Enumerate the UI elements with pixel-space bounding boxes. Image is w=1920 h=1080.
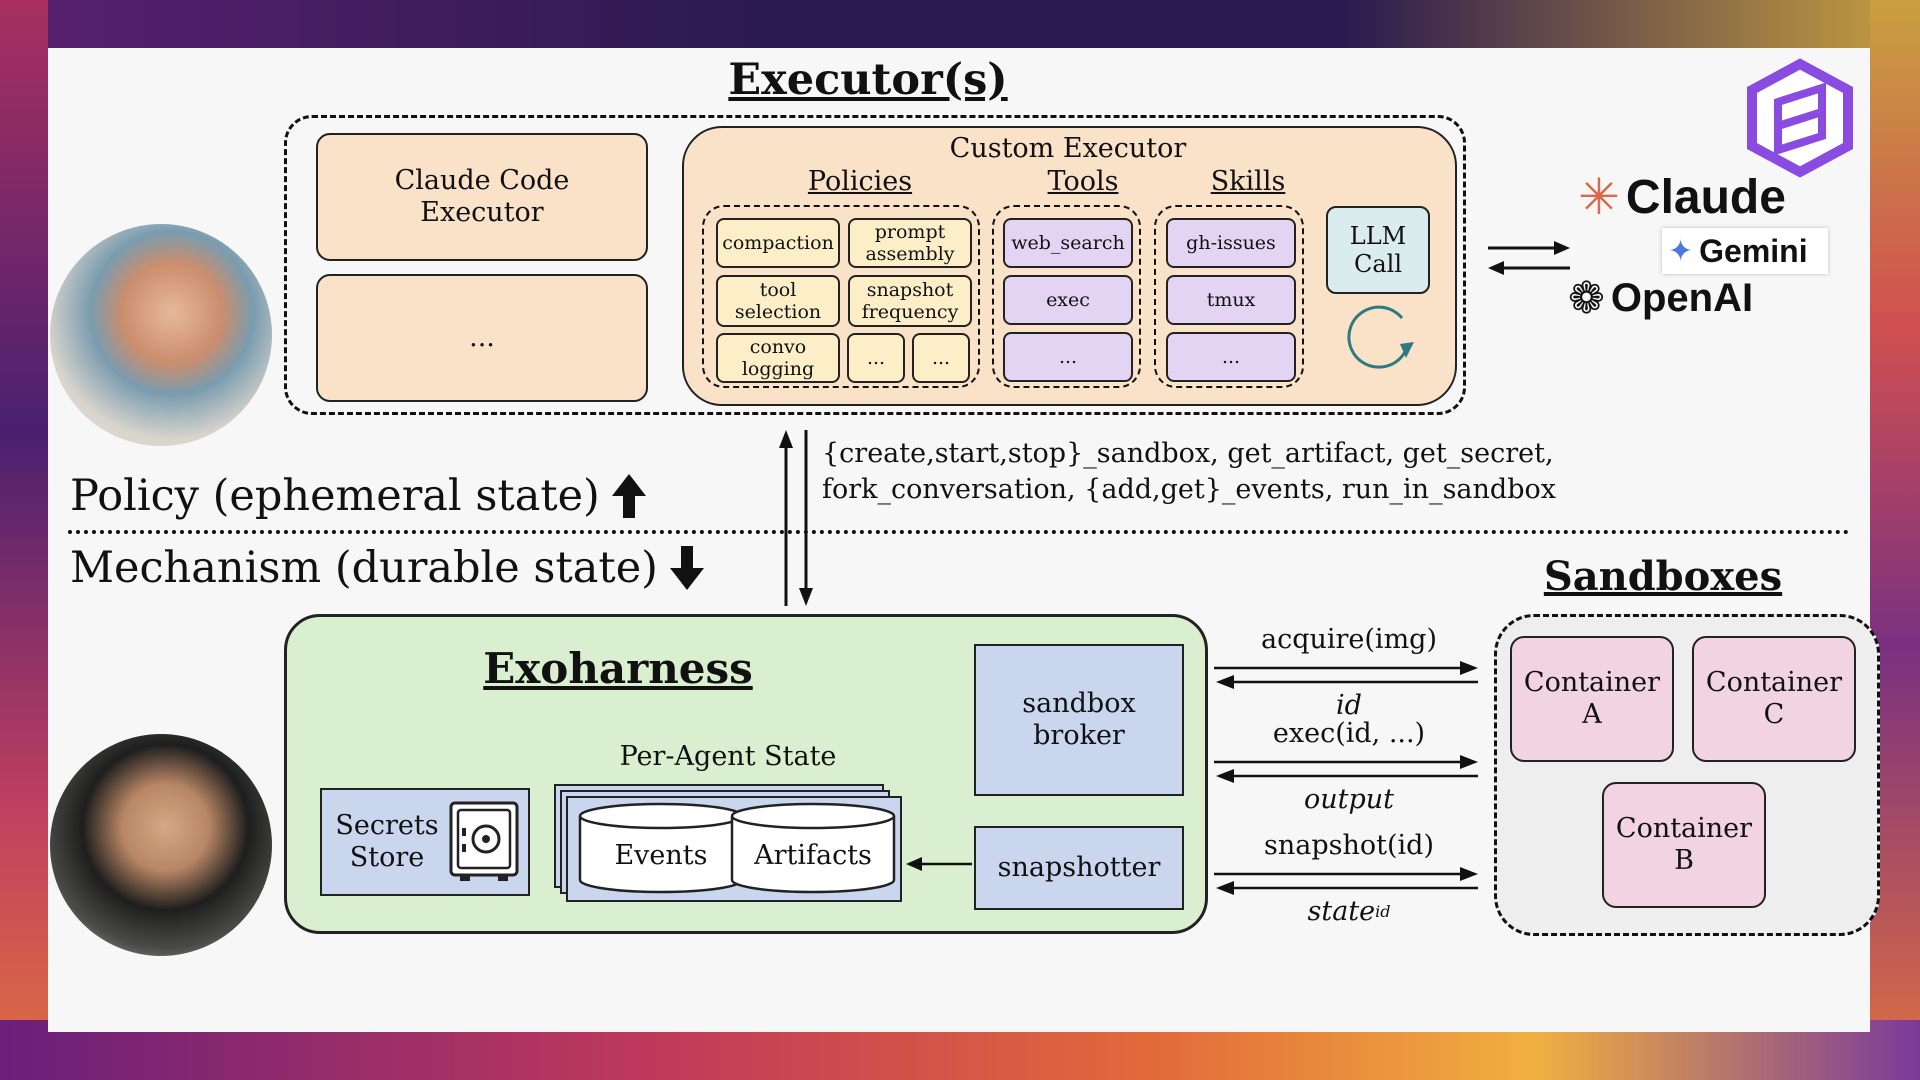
exoharness-title: Exoharness [483, 643, 753, 693]
policy-convo-logging: convo logging [716, 333, 840, 383]
secrets-store-label: Secrets Store [335, 810, 439, 873]
policies-group [702, 205, 980, 388]
arrow-down-icon [669, 546, 704, 590]
sandbox-broker: sandbox broker [974, 644, 1184, 796]
executors-title: Executor(s) [728, 55, 1008, 105]
policy-prompt-assembly: prompt assembly [848, 218, 972, 268]
acquire-label: acquire(img) [1260, 624, 1437, 655]
per-agent-state-label: Per-Agent State [619, 741, 837, 772]
safe-icon [449, 801, 519, 881]
events-label: Events [614, 840, 708, 871]
policies-label: Policies [807, 166, 913, 197]
container-a: Container A [1510, 636, 1674, 762]
gemini-logo: ✦ Gemini [1662, 228, 1828, 274]
tool-exec: exec [1003, 275, 1133, 325]
gemini-sparkle-icon: ✦ [1668, 233, 1694, 269]
background-left [0, 0, 48, 1080]
skills-group [1154, 205, 1304, 388]
executors-container [284, 115, 1466, 415]
tool-web-search: web_search [1003, 218, 1133, 268]
policy-more-2: ... [912, 333, 970, 383]
openai-knot-icon: ❁ [1568, 272, 1605, 324]
tool-more: ... [1003, 332, 1133, 382]
speaker-2-video [50, 734, 272, 956]
tools-label: Tools [1047, 166, 1119, 197]
skills-label: Skills [1210, 166, 1286, 197]
claude-code-executor: Claude Code Executor [316, 133, 648, 261]
artifacts-label: Artifacts [754, 840, 872, 871]
background-top [0, 0, 1920, 48]
api-arrows [779, 430, 813, 606]
background-right [1870, 0, 1920, 1080]
arrow-up-icon [611, 474, 646, 518]
state-text: state [1307, 896, 1376, 927]
openai-label: OpenAI [1610, 275, 1754, 320]
claude-label: Claude [1625, 170, 1786, 224]
skill-tmux: tmux [1166, 275, 1296, 325]
policy-more-1: ... [847, 333, 905, 383]
output-label: output [1303, 784, 1395, 815]
policy-compaction: compaction [716, 218, 840, 268]
artifacts-cylinder [730, 802, 896, 894]
custom-executor-title: Custom Executor [949, 133, 1187, 164]
policy-tool-selection: tool selection [716, 275, 840, 327]
snapshot-label: snapshot(id) [1264, 830, 1434, 861]
policy-label: Policy (ephemeral state) [70, 468, 650, 524]
openai-logo: ❁ OpenAI [1568, 270, 1798, 326]
slide: Executor(s) Claude Code Executor ... Cus… [48, 48, 1880, 1032]
skill-gh-issues: gh-issues [1166, 218, 1296, 268]
loop-icon [1347, 305, 1414, 369]
policy-snapshot-frequency: snapshot frequency [848, 275, 972, 327]
container-b: Container B [1602, 782, 1766, 908]
mechanism-label: Mechanism (durable state) [70, 540, 708, 596]
api-calls-text: {create,start,stop}_sandbox, get_artifac… [822, 438, 1556, 505]
sandbox-interaction-arrows [1214, 661, 1478, 895]
gemini-label: Gemini [1699, 232, 1808, 269]
exec-label: exec(id, ...) [1272, 718, 1426, 749]
channel-logo-icon [1747, 58, 1853, 178]
provider-exchange-arrows [1488, 241, 1570, 275]
policy-mechanism-divider [68, 530, 1850, 534]
container-c: Container C [1692, 636, 1856, 762]
tools-group [992, 205, 1141, 388]
speaker-1-video [50, 224, 272, 446]
llm-call: LLM Call [1326, 206, 1430, 294]
claude-logo: ✳ Claude [1578, 166, 1818, 228]
policy-label-text: Policy (ephemeral state) [70, 471, 600, 521]
snapshotter: snapshotter [974, 826, 1184, 910]
mechanism-label-text: Mechanism (durable state) [70, 543, 658, 593]
claude-star-icon: ✳ [1578, 168, 1620, 226]
executor-placeholder: ... [316, 274, 648, 402]
id-label: id [1336, 690, 1362, 721]
snapshotter-to-state-arrow [906, 857, 972, 871]
state-subscript: id [1375, 902, 1391, 921]
sandboxes-title: Sandboxes [1543, 552, 1783, 600]
events-cylinder [578, 802, 744, 894]
skill-more: ... [1166, 332, 1296, 382]
